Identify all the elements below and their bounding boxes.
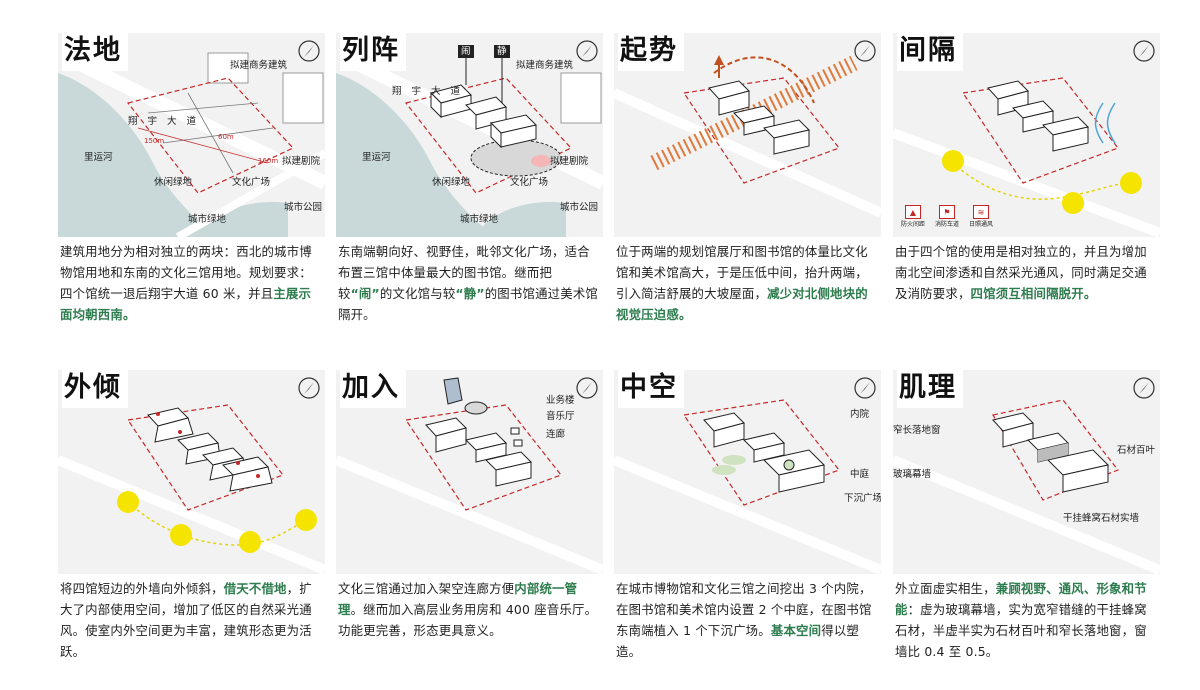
panel-title: 加入	[340, 370, 406, 408]
label-nao: 闹	[458, 45, 474, 58]
panel-jiange: ▲防火间距 ⚑消防车道 ≋日照通风 间隔 由于四个馆的使用是相对独立的，并且为增…	[893, 33, 1160, 353]
north-arrow-icon	[298, 40, 320, 62]
label-river: 里运河	[84, 152, 113, 163]
label-glass-curtain: 玻璃幕墙	[893, 469, 932, 480]
north-arrow-icon	[576, 40, 598, 62]
label-city-green: 城市绿地	[188, 214, 227, 225]
description-text: 在城市博物馆和文化三馆之间挖出 3 个内院，在图书馆和美术馆内设置 2 个中庭，…	[616, 581, 872, 638]
label-dim1: 150m	[144, 137, 165, 145]
panel-title: 间隔	[897, 33, 963, 71]
description-text: ，扩大了内部使用空间，增加了低区的自然采光通风。使室内外空间更为丰富，建筑形态更…	[60, 581, 312, 659]
label-theater: 拟建剧院	[282, 156, 321, 167]
north-arrow-icon	[576, 377, 598, 399]
label-road: 翔宇大道	[392, 86, 471, 97]
description-text: 建筑用地分为相对独立的两块：西北的城市博物馆用地和东南的文化三馆用地。规划要求：…	[60, 244, 312, 301]
panel-title: 外倾	[62, 370, 128, 408]
panel-waiqing: 外倾 将四馆短边的外墙向外倾斜，借天不借地，扩大了内部使用空间，增加了低区的自然…	[58, 370, 325, 690]
label-commercial: 拟建商务建筑	[516, 60, 574, 71]
fire-icon: ▲	[905, 205, 921, 219]
panel-description: 文化三馆通过加入架空连廊方便内部统一管理。继而加入高层业务用房和 400 座音乐…	[338, 578, 600, 641]
legend-icons: ▲防火间距 ⚑消防车道 ≋日照通风	[901, 205, 993, 228]
label-stone-louver: 石材百叶	[1117, 445, 1156, 456]
label-honeycomb-wall: 干挂蜂窝石材实墙	[1063, 513, 1140, 524]
panel-description: 由于四个馆的使用是相对独立的，并且为增加南北空间渗透和自然采光通风，同时满足交通…	[895, 241, 1157, 304]
description-highlight: 内部统一管理	[338, 581, 578, 617]
label-city-park: 城市公园	[560, 202, 599, 213]
label-road: 翔宇大道	[128, 116, 207, 127]
label-greenbelt: 休闲绿地	[154, 177, 193, 188]
label-office: 业务楼	[546, 395, 575, 406]
label-narrow-window: 窄长落地窗	[893, 425, 941, 436]
label-sunken-plaza: 下沉广场	[844, 493, 881, 504]
fire-truck-icon: ⚑	[939, 205, 956, 219]
panel-title: 列阵	[340, 33, 406, 71]
description-text: 位于两端的规划馆展厅和图书馆的体量比文化馆和美术馆高大，于是压低中间，抬升两端，…	[616, 244, 868, 301]
description-highlight: “闹”	[350, 286, 380, 301]
description-text: 东南端朝向好、视野佳，毗邻文化广场，适合布置三馆中体量最大的图书馆。继而把较	[338, 244, 590, 301]
panel-title: 肌理	[897, 370, 963, 408]
panel-liezhen: 闹 静 拟建商务建筑 里运河 翔宇大道 休闲绿地 文化广场 拟建剧院 城市公园 …	[336, 33, 603, 353]
north-arrow-icon	[1133, 377, 1155, 399]
sun-icon: ≋	[973, 205, 990, 219]
description-highlight: 四馆须互相间隔脱开。	[970, 286, 1097, 301]
label-inner-court: 内院	[850, 409, 870, 420]
label-dim2: 60m	[218, 133, 234, 141]
north-arrow-icon	[854, 377, 876, 399]
panel-title: 法地	[62, 33, 128, 71]
description-text: 外立面虚实相生，	[895, 581, 996, 596]
north-arrow-icon	[854, 40, 876, 62]
fire-spacing-legend: ▲防火间距	[901, 205, 925, 228]
label-city-green: 城市绿地	[460, 214, 499, 225]
panel-description: 位于两端的规划馆展厅和图书馆的体量比文化馆和美术馆高大，于是压低中间，抬升两端，…	[616, 241, 878, 325]
north-arrow-icon	[1133, 40, 1155, 62]
label-plaza: 文化广场	[232, 177, 271, 188]
panel-title: 中空	[618, 370, 684, 408]
label-atrium: 中庭	[850, 469, 870, 480]
panel-fadi: 拟建商务建筑 里运河 翔宇大道 休闲绿地 文化广场 拟建剧院 城市公园 城市绿地…	[58, 33, 325, 353]
description-highlight: “静”	[455, 286, 485, 301]
panel-zhongkong: 内院 中庭 下沉广场 中空 在城市博物馆和文化三馆之间挖出 3 个内院，在图书馆…	[614, 370, 881, 690]
panel-jili: 窄长落地窗 石材百叶 玻璃幕墙 干挂蜂窝石材实墙 肌理 外立面虚实相生，兼顾视野…	[893, 370, 1160, 690]
label-plaza: 文化广场	[510, 177, 549, 188]
description-text: 的文化馆与较	[379, 286, 456, 301]
description-highlight: 基本空间	[770, 623, 822, 638]
north-arrow-icon	[298, 377, 320, 399]
description-text: 的图书馆通过美术馆隔开。	[338, 286, 599, 322]
description-highlight: 兼顾视野、通风、形象和节能	[895, 581, 1147, 617]
label-city-park: 城市公园	[284, 202, 323, 213]
label-jing: 静	[494, 45, 510, 58]
panel-description: 在城市博物馆和文化三馆之间挖出 3 个内院，在图书馆和美术馆内设置 2 个中庭，…	[616, 578, 878, 662]
fire-lane-legend: ⚑消防车道	[935, 205, 959, 228]
label-corridor: 连廊	[546, 429, 566, 440]
description-text: ：虚为玻璃幕墙，实为宽窄错缝的干挂蜂窝石材，半虚半实为石材百叶和窄长落地窗，窗墙…	[895, 602, 1147, 659]
description-highlight: 减少对北侧地块的视觉压迫感。	[616, 286, 868, 322]
description-text: 将四馆短边的外墙向外倾斜，	[60, 581, 224, 596]
description-text: 文化三馆通过加入架空连廊方便	[338, 581, 515, 596]
panel-description: 东南端朝向好、视野佳，毗邻文化广场，适合布置三馆中体量最大的图书馆。继而把较“闹…	[338, 241, 600, 325]
label-theater: 拟建剧院	[550, 156, 589, 167]
panel-description: 将四馆短边的外墙向外倾斜，借天不借地，扩大了内部使用空间，增加了低区的自然采光通…	[60, 578, 322, 662]
diagram-tilt	[58, 370, 325, 574]
diagram-site: 拟建商务建筑 里运河 翔宇大道 休闲绿地 文化广场 拟建剧院 城市公园 城市绿地…	[58, 33, 325, 237]
description-highlight: 主展示面均朝西南。	[60, 286, 312, 322]
label-concert: 音乐厅	[546, 411, 575, 422]
label-dim3: 160m	[258, 157, 279, 165]
panel-jiaru: 业务楼 音乐厅 连廊 加入 文化三馆通过加入架空连廊方便内部统一管理。继而加入高…	[336, 370, 603, 690]
description-text: 得以塑造。	[616, 623, 860, 659]
description-text: 。继而加入高层业务用房和 400 座音乐厅。功能更完善，形态更具意义。	[338, 602, 598, 638]
panel-qishi: 起势 位于两端的规划馆展厅和图书馆的体量比文化馆和美术馆高大，于是压低中间，抬升…	[614, 33, 881, 353]
label-commercial: 拟建商务建筑	[230, 60, 288, 71]
panel-description: 外立面虚实相生，兼顾视野、通风、形象和节能：虚为玻璃幕墙，实为宽窄错缝的干挂蜂窝…	[895, 578, 1157, 662]
panel-description: 建筑用地分为相对独立的两块：西北的城市博物馆用地和东南的文化三馆用地。规划要求：…	[60, 241, 322, 325]
description-highlight: 借天不借地	[223, 581, 287, 596]
description-text: 由于四个馆的使用是相对独立的，并且为增加南北空间渗透和自然采光通风，同时满足交通…	[895, 244, 1147, 301]
sunlight-legend: ≋日照通风	[969, 205, 993, 228]
label-river: 里运河	[362, 152, 391, 163]
panel-title: 起势	[618, 33, 684, 71]
label-greenbelt: 休闲绿地	[432, 177, 471, 188]
